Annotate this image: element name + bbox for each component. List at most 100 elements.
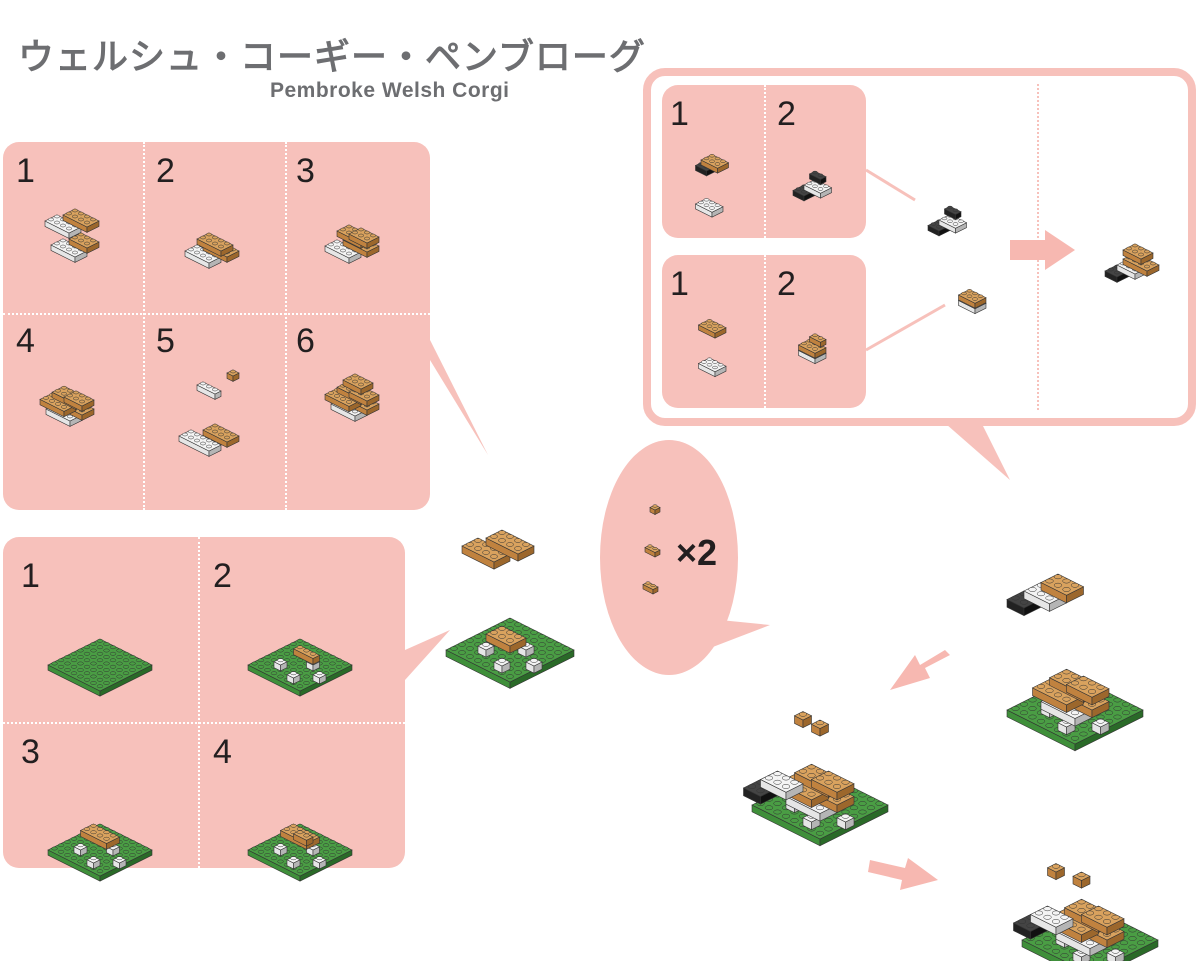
- stud: [1130, 706, 1139, 711]
- head-step-2b: [797, 333, 827, 365]
- stud: [277, 658, 284, 663]
- step-number: 3: [296, 152, 315, 190]
- stud: [709, 154, 715, 158]
- stud: [466, 542, 474, 547]
- stud: [474, 538, 482, 543]
- stud: [506, 618, 514, 623]
- stud: [270, 836, 278, 841]
- stud: [841, 813, 850, 819]
- stud: [1019, 701, 1029, 707]
- divider: [3, 722, 405, 724]
- stud: [1062, 587, 1071, 592]
- divider: [764, 255, 766, 408]
- stud: [328, 242, 334, 247]
- head-complete: [1104, 243, 1160, 283]
- stud: [335, 658, 343, 663]
- stud: [364, 394, 370, 399]
- stud: [316, 648, 323, 653]
- stud: [474, 658, 482, 663]
- title-english: Pembroke Welsh Corgi: [270, 79, 510, 102]
- arrow-right-icon: [1010, 230, 1075, 270]
- stud: [832, 784, 842, 789]
- head-combined-top: [927, 205, 968, 237]
- stud: [129, 668, 136, 672]
- stud: [798, 711, 808, 717]
- stud: [958, 219, 964, 223]
- arrow-down-right-icon: [868, 858, 938, 890]
- stud: [83, 677, 91, 682]
- stud: [66, 247, 72, 252]
- stud: [514, 546, 522, 551]
- stud: [1087, 689, 1097, 694]
- stud: [90, 661, 97, 666]
- stud: [1108, 267, 1114, 272]
- stud: [296, 849, 304, 854]
- stud: [116, 655, 123, 659]
- stud: [212, 423, 218, 428]
- stud: [49, 399, 55, 403]
- stud: [84, 220, 90, 225]
- body-step-3: [324, 224, 380, 264]
- stud: [514, 634, 522, 639]
- stud: [103, 674, 110, 679]
- step-number: 6: [296, 322, 315, 360]
- stud: [212, 235, 218, 240]
- stud: [90, 853, 97, 857]
- stud: [1036, 718, 1046, 724]
- stud: [51, 846, 58, 851]
- stud: [303, 681, 310, 685]
- stud: [277, 674, 284, 679]
- stud: [334, 394, 340, 398]
- stud: [290, 655, 297, 659]
- stud: [122, 658, 130, 663]
- head-steps-row1: 1 2: [662, 85, 866, 238]
- stud: [194, 250, 200, 255]
- stud: [116, 674, 123, 679]
- stud: [546, 654, 554, 659]
- stud: [303, 668, 310, 672]
- stud: [270, 651, 278, 656]
- stud: [1136, 940, 1146, 946]
- stud: [70, 658, 78, 663]
- stud: [364, 236, 370, 241]
- stud: [103, 836, 110, 841]
- stud: [109, 664, 117, 669]
- stud: [947, 205, 953, 210]
- stud: [270, 671, 278, 676]
- step-number: 3: [21, 733, 40, 771]
- stud: [823, 184, 829, 188]
- leg-brick-3: [642, 581, 659, 595]
- stud: [706, 319, 713, 323]
- stud: [703, 203, 710, 207]
- stud: [78, 217, 84, 222]
- stud: [200, 253, 206, 258]
- stud: [832, 775, 842, 781]
- main-model-complete: [1012, 863, 1159, 961]
- stud: [83, 664, 91, 669]
- head-step-1a: [694, 154, 730, 218]
- stud: [703, 156, 710, 161]
- stud: [709, 159, 715, 163]
- stud: [90, 681, 97, 685]
- stud: [1051, 863, 1061, 869]
- stud: [67, 393, 73, 398]
- stud: [781, 784, 791, 789]
- step-number: 2: [777, 265, 796, 303]
- stud: [1053, 574, 1063, 580]
- stud: [270, 856, 278, 861]
- stud: [498, 634, 506, 639]
- stud: [335, 849, 343, 854]
- stud: [781, 813, 791, 819]
- stud: [129, 846, 136, 851]
- stud: [546, 646, 554, 651]
- stud: [358, 382, 364, 387]
- stud: [322, 849, 330, 854]
- stud: [290, 671, 297, 676]
- stud: [96, 827, 104, 831]
- step-number: 4: [213, 733, 232, 771]
- stud: [84, 241, 90, 246]
- stud: [1102, 910, 1112, 916]
- stud: [562, 646, 570, 651]
